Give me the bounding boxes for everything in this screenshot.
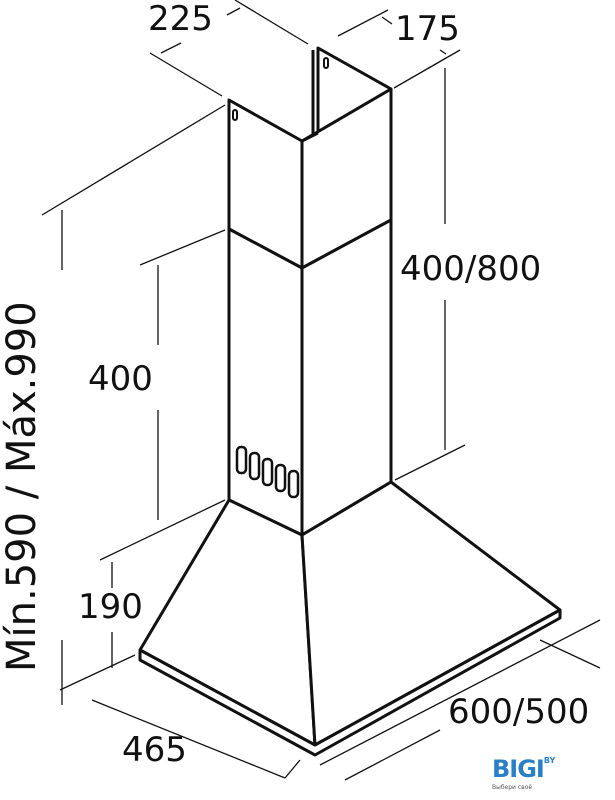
- dimension-total-height: Mín.590 / Máx.990: [0, 301, 45, 672]
- bigi-logo: BIGIBY Выбери своё: [492, 756, 555, 792]
- hood-outline: [138, 46, 562, 757]
- vent-slots: [235, 445, 300, 499]
- logo-tagline: Выбери своё: [492, 784, 533, 791]
- dimension-lines: [41, 0, 601, 781]
- dimension-175: 175: [395, 9, 460, 49]
- mounting-holes: [232, 57, 329, 121]
- logo-wordmark: BIGIBY: [492, 756, 555, 782]
- logo-text: BIGI: [492, 755, 545, 783]
- dimension-225: 225: [148, 0, 213, 39]
- dimension-190: 190: [78, 587, 143, 627]
- dimension-465: 465: [122, 730, 187, 770]
- dimension-600-500: 600/500: [448, 692, 590, 732]
- dimension-400-800: 400/800: [400, 249, 542, 289]
- dimension-400: 400: [88, 359, 153, 399]
- logo-suffix: BY: [543, 756, 556, 765]
